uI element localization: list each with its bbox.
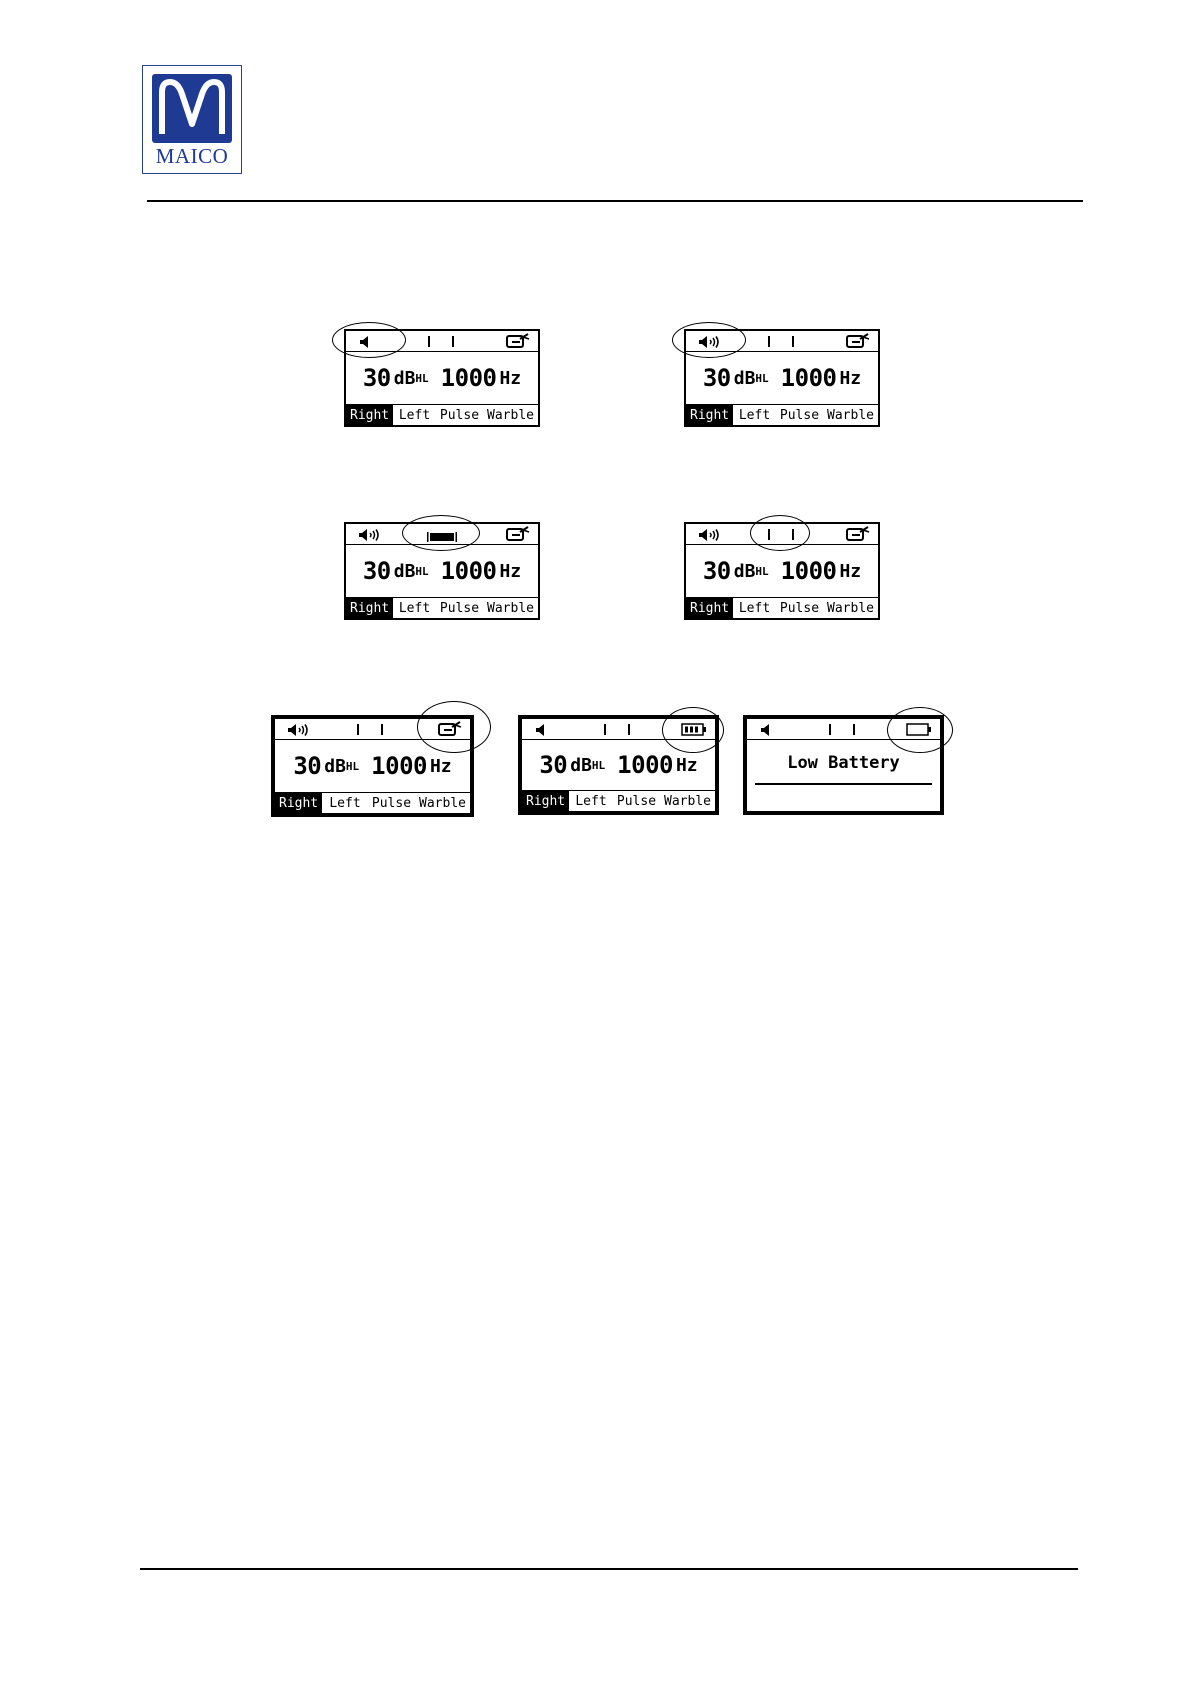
- softkey-left[interactable]: Left: [569, 791, 613, 811]
- highlight-oval: [417, 701, 491, 753]
- softkey-right[interactable]: Right: [522, 791, 569, 811]
- softkey-right[interactable]: Right: [346, 405, 393, 425]
- header-rule: [147, 200, 1083, 202]
- response-marker-icon: [853, 724, 855, 735]
- lcd-softkey-bar: RightLeftPulseWarble: [522, 790, 715, 811]
- response-marker-icon: [452, 336, 454, 347]
- softkey-pulse[interactable]: Pulse: [436, 405, 483, 425]
- power-plug-icon: [506, 333, 530, 353]
- maico-m-mark: [152, 74, 232, 143]
- level-unit-sub: HL: [415, 565, 428, 578]
- response-marker-icon: [792, 336, 794, 347]
- frequency-unit: Hz: [499, 561, 521, 582]
- softkey-right[interactable]: Right: [346, 598, 393, 618]
- level-value: 30: [363, 557, 391, 585]
- softkey-warble[interactable]: Warble: [660, 791, 715, 811]
- frequency-value: 1000: [441, 557, 497, 585]
- power-plug-icon: [846, 333, 870, 353]
- level-unit-sub: HL: [755, 565, 768, 578]
- highlight-oval: [887, 707, 953, 753]
- softkey-left[interactable]: Left: [322, 793, 368, 813]
- power-plug-icon: [846, 526, 870, 546]
- level-value: 30: [293, 752, 321, 780]
- frequency-value: 1000: [441, 364, 497, 392]
- highlight-oval: [402, 515, 480, 551]
- response-marker-icon: [829, 724, 831, 735]
- highlight-oval: [332, 322, 406, 358]
- level-value: 30: [539, 751, 567, 779]
- frequency-unit: Hz: [676, 755, 698, 776]
- highlight-oval: [662, 707, 724, 753]
- softkey-left[interactable]: Left: [733, 405, 776, 425]
- response-marker-icon: [768, 336, 770, 347]
- softkey-pulse[interactable]: Pulse: [368, 793, 415, 813]
- softkey-warble[interactable]: Warble: [823, 405, 878, 425]
- frequency-unit: Hz: [839, 368, 861, 389]
- softkey-left[interactable]: Left: [393, 598, 436, 618]
- message-divider: [755, 783, 932, 785]
- level-value: 30: [363, 364, 391, 392]
- power-plug-icon: [506, 526, 530, 546]
- response-marker-icon: [628, 724, 630, 735]
- level-unit: dB: [394, 561, 416, 582]
- level-unit-sub: HL: [592, 759, 605, 772]
- frequency-value: 1000: [617, 751, 673, 779]
- level-unit: dB: [394, 368, 416, 389]
- frequency-value: 1000: [781, 557, 837, 585]
- softkey-right[interactable]: Right: [686, 598, 733, 618]
- level-unit: dB: [734, 368, 756, 389]
- low-battery-message: Low Battery: [747, 753, 940, 773]
- softkey-pulse[interactable]: Pulse: [776, 405, 823, 425]
- level-unit: dB: [734, 561, 756, 582]
- level-unit: dB: [324, 756, 346, 777]
- softkey-warble[interactable]: Warble: [415, 793, 470, 813]
- softkey-warble[interactable]: Warble: [483, 405, 538, 425]
- frequency-unit: Hz: [499, 368, 521, 389]
- level-unit-sub: HL: [755, 372, 768, 385]
- level-unit-sub: HL: [346, 760, 359, 773]
- speaker-icon: [759, 722, 773, 741]
- frequency-value: 1000: [781, 364, 837, 392]
- softkey-pulse[interactable]: Pulse: [776, 598, 823, 618]
- level-unit: dB: [570, 755, 592, 776]
- footer-rule: [140, 1568, 1078, 1570]
- frequency-unit: Hz: [839, 561, 861, 582]
- softkey-pulse[interactable]: Pulse: [436, 598, 483, 618]
- maico-logo: MAICO: [142, 65, 242, 174]
- level-value: 30: [703, 557, 731, 585]
- softkey-warble[interactable]: Warble: [823, 598, 878, 618]
- softkey-right[interactable]: Right: [275, 793, 322, 813]
- highlight-oval: [750, 515, 810, 551]
- maico-logo-text: MAICO: [143, 144, 241, 169]
- highlight-oval: [672, 322, 746, 358]
- response-marker-icon: [428, 336, 430, 347]
- response-marker-icon: [381, 724, 383, 735]
- softkey-left[interactable]: Left: [733, 598, 776, 618]
- softkey-pulse[interactable]: Pulse: [613, 791, 660, 811]
- response-marker-icon: [357, 724, 359, 735]
- response-marker-icon: [604, 724, 606, 735]
- frequency-value: 1000: [371, 752, 427, 780]
- softkey-left[interactable]: Left: [393, 405, 436, 425]
- softkey-right[interactable]: Right: [686, 405, 733, 425]
- softkey-warble[interactable]: Warble: [483, 598, 538, 618]
- frequency-unit: Hz: [430, 756, 452, 777]
- level-unit-sub: HL: [415, 372, 428, 385]
- level-value: 30: [703, 364, 731, 392]
